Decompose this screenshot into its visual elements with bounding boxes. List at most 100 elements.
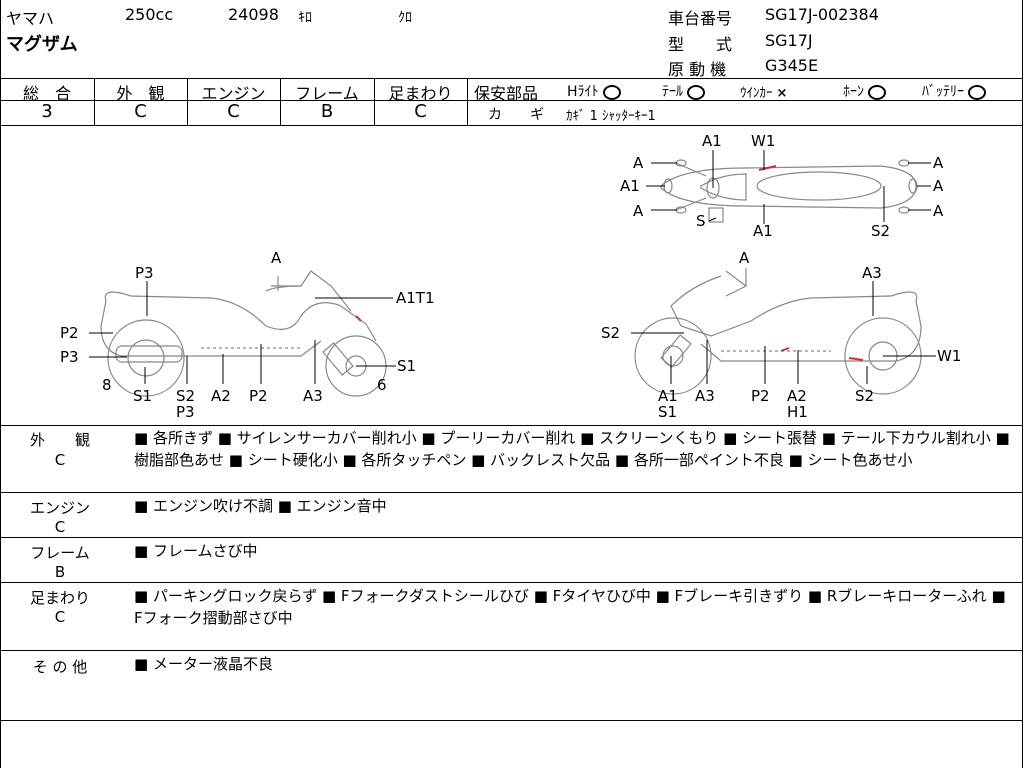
right-label-bottom-a1: A1 — [658, 387, 678, 405]
safety-item-label: Hﾗｲﾄ — [567, 84, 599, 100]
divider-diagram-bottom — [0, 425, 1023, 426]
circle-mark-icon — [602, 84, 621, 100]
grade-header-frame: フレーム — [295, 84, 359, 103]
scooter-top-view — [660, 159, 918, 223]
divider-detail-5 — [0, 720, 1023, 721]
detail-suspension-grade: C — [54, 608, 66, 626]
left-label-bottom-a3: A3 — [303, 387, 323, 405]
safety-item-battery: ﾊﾞｯﾃﾘｰ — [922, 81, 986, 101]
right-label-bottom-s2: S2 — [855, 387, 874, 405]
left-label-a-mirror: A — [271, 249, 282, 267]
x-mark-icon: × — [776, 86, 788, 101]
detail-engine-grade: C — [54, 518, 66, 536]
safety-item-label: ﾎｰﾝ — [843, 84, 864, 100]
safety-item-headlight: Hﾗｲﾄ — [567, 81, 621, 101]
leader-lines — [89, 150, 936, 384]
top-label-a-right-1: A — [933, 154, 944, 172]
engine-number: G345E — [765, 56, 819, 75]
grade-sep-1 — [94, 78, 95, 125]
left-label-s1-right: S1 — [397, 357, 416, 375]
top-label-a-right-2: A — [933, 177, 944, 195]
left-label-8: 8 — [102, 376, 112, 394]
detail-suspension-label: 足まわり — [29, 589, 90, 607]
top-label-s2-right: S2 — [871, 222, 890, 240]
top-label-a-left-3: A — [633, 202, 644, 220]
maker: ヤマハ — [6, 9, 55, 28]
mileage: 24098 — [228, 5, 279, 24]
detail-suspension-text: ■ パーキングロック戻らず ■ Fフォークダストシールひび ■ Fタイヤひび中 … — [134, 587, 1006, 627]
detail-other-label: そ の 他 — [32, 658, 88, 676]
color: ｸﾛ — [398, 10, 412, 26]
safety-item-label: ｳｲﾝｶｰ — [740, 86, 773, 101]
left-label-bottom-s1: S1 — [133, 387, 152, 405]
top-label-a-left-2: A1 — [620, 177, 640, 195]
frame-right — [1022, 0, 1023, 768]
detail-frame-grade: B — [54, 563, 66, 581]
divider-safety-mid — [468, 100, 1023, 101]
model-name: マグザム — [6, 34, 78, 55]
detail-frame-label: フレーム — [30, 544, 90, 562]
detail-exterior-label: 外 観 — [29, 431, 90, 449]
grade-header-exterior: 外 観 — [116, 84, 165, 103]
engine-number-label: 原 動 機 — [668, 60, 727, 79]
right-label-s2-left: S2 — [601, 324, 620, 342]
left-label-bottom-s2: S2 — [176, 387, 195, 405]
detail-frame-text: ■ フレームさび中 — [134, 542, 258, 560]
left-label-bottom-p2: P2 — [249, 387, 268, 405]
grade-header-total: 総 合 — [22, 84, 71, 103]
circle-mark-icon — [687, 84, 705, 100]
type-number: SG17J — [765, 31, 813, 50]
top-label-a-right-3: A — [933, 202, 944, 220]
safety-item-label: ﾊﾞｯﾃﾘｰ — [922, 84, 964, 100]
right-label-bottom-a2: A2 — [787, 387, 807, 405]
type-label: 型 式 — [668, 35, 733, 54]
divider-grades-mid — [0, 100, 468, 101]
displacement: 250cc — [125, 5, 174, 24]
top-label-a1-bottom: A1 — [753, 222, 773, 240]
safety-label: 保安部品 — [474, 84, 539, 103]
right-label-bottom-p2: P2 — [751, 387, 770, 405]
mileage-unit: ｷﾛ — [298, 10, 312, 26]
safety-item-winker: ｳｲﾝｶｰ× — [740, 82, 787, 101]
left-label-p3-top: P3 — [135, 264, 154, 282]
detail-exterior-text: ■ 各所きず ■ サイレンサーカバー削れ小 ■ プーリーカバー削れ ■ スクリー… — [134, 429, 1010, 469]
safety-item-label: ﾃｰﾙ — [662, 84, 683, 100]
right-label-a3-top: A3 — [862, 264, 882, 282]
detail-engine-text: ■ エンジン吹け不調 ■ エンジン音中 — [134, 497, 387, 515]
detail-exterior-grade: C — [54, 451, 66, 469]
right-label-bottom-h1: H1 — [787, 403, 808, 421]
left-label-p3: P3 — [60, 348, 79, 366]
grade-header-engine: エンジン — [201, 84, 266, 103]
left-label-a1t1: A1T1 — [396, 289, 435, 307]
divider-header — [0, 78, 1023, 79]
right-label-bottom-s1: S1 — [658, 403, 677, 421]
frame-number: SG17J-002384 — [765, 5, 879, 24]
grade-sep-3 — [280, 78, 281, 125]
circle-mark-icon — [868, 84, 886, 100]
grade-sep-2 — [187, 78, 188, 125]
left-label-bottom-p3: P3 — [176, 403, 195, 421]
left-label-bottom-a2: A2 — [211, 387, 231, 405]
damage-diagram: A A1 A A1 W1 S A1 A A A S2 A P3 A1T1 P2 … — [60, 132, 961, 421]
grade-sep-5 — [467, 78, 468, 125]
divider-detail-1 — [0, 492, 1023, 493]
grade-value-engine: C — [227, 101, 240, 122]
grade-value-exterior: C — [134, 101, 147, 122]
scooter-left-view — [100, 270, 387, 397]
top-label-a1-top: A1 — [702, 132, 722, 150]
grade-sep-4 — [374, 78, 375, 125]
divider-detail-3 — [0, 582, 1023, 583]
divider-detail-4 — [0, 650, 1023, 651]
right-label-w1: W1 — [937, 347, 961, 365]
divider-grades-bottom — [0, 125, 1023, 126]
frame-number-label: 車台番号 — [668, 9, 733, 28]
detail-other-text: ■ メーター液晶不良 — [134, 655, 273, 673]
key-value: ｶｷﾞ 1 ｼｬｯﾀｰｷｰ1 — [566, 109, 656, 124]
top-label-a-left-1: A — [633, 154, 644, 172]
left-label-p2: P2 — [60, 324, 79, 342]
right-label-bottom-a3: A3 — [695, 387, 715, 405]
scooter-right-view — [634, 268, 922, 395]
circle-mark-icon — [968, 84, 986, 100]
frame-left — [0, 0, 1, 768]
grade-header-suspension: 足まわり — [388, 84, 453, 103]
